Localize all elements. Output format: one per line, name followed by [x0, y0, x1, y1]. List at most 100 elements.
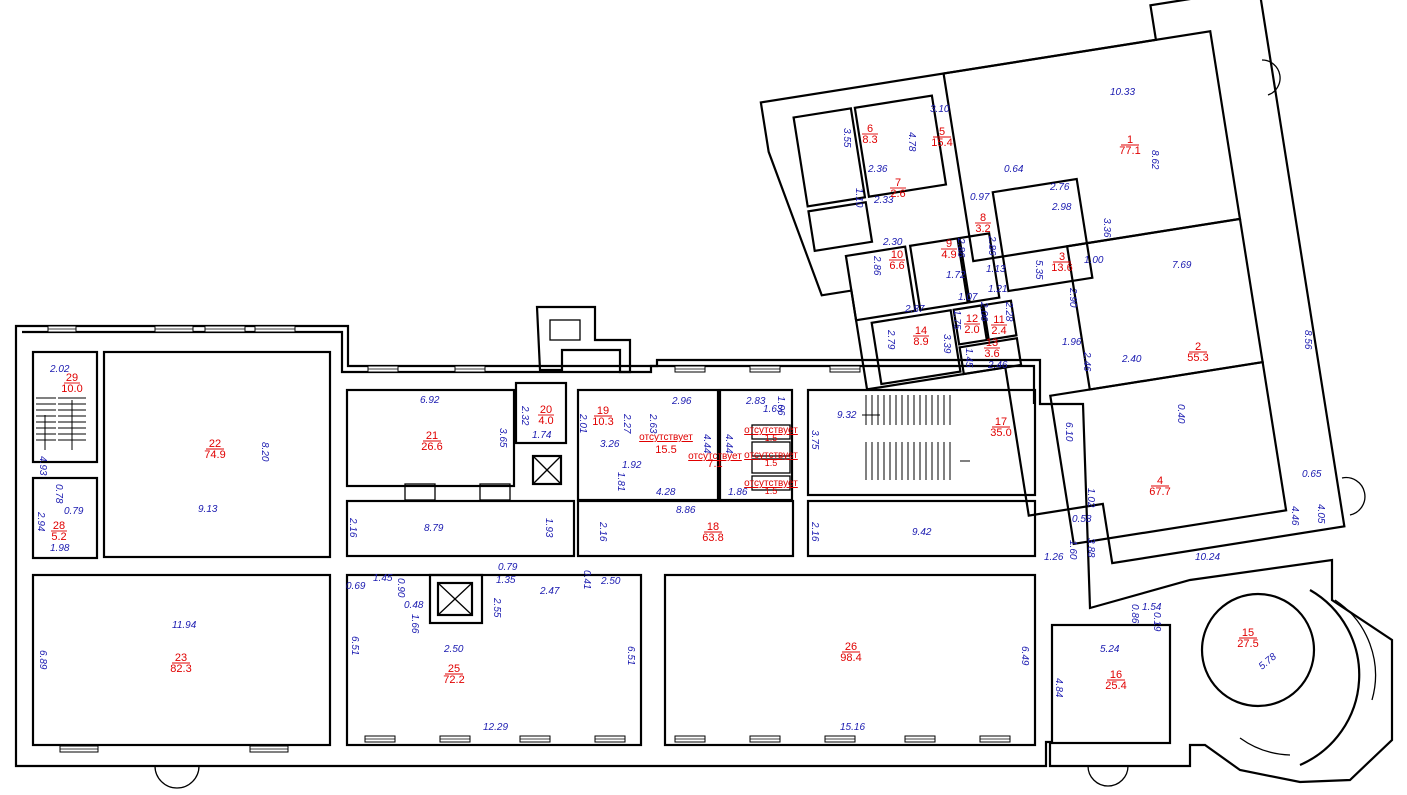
dim-label: 1.81 — [615, 472, 626, 491]
svg-text:1.5: 1.5 — [765, 458, 778, 468]
dim-label: 8.79 — [424, 523, 444, 534]
dim-label: 4.93 — [37, 456, 48, 476]
dim-label: 4.46 — [1289, 506, 1300, 526]
dim-label: 10.24 — [1195, 552, 1220, 563]
dim-label: 1.75 — [951, 310, 962, 330]
dim-label: 0.79 — [64, 506, 84, 517]
dim-label: 1.66 — [409, 614, 420, 634]
svg-text:19: 19 — [597, 405, 609, 417]
dim-label: 2.47 — [539, 586, 560, 597]
svg-text:63.8: 63.8 — [702, 532, 723, 544]
svg-text:отсутствует: отсутствует — [744, 425, 798, 436]
dim-label: 0.19 — [1151, 612, 1162, 632]
dim-label: 1.45 — [373, 573, 393, 584]
dim-label: 3.10 — [930, 104, 950, 115]
dim-label: 2.46 — [987, 360, 1008, 371]
dim-label: 1.60 — [1067, 540, 1078, 560]
svg-text:8.9: 8.9 — [913, 336, 928, 348]
dim-label: 4.84 — [1053, 678, 1064, 698]
dim-label: 0.58 — [1072, 514, 1092, 525]
dim-label: 6.51 — [625, 646, 636, 665]
dim-label: 8.86 — [676, 505, 696, 516]
svg-text:9: 9 — [946, 238, 952, 250]
room-labels: 177.1 255.3 313.6 467.7 515.4 68.3 72.6 … — [51, 123, 1259, 692]
svg-text:3.2: 3.2 — [975, 223, 990, 235]
dim-label: 2.16 — [809, 521, 820, 542]
dim-label: 2.28 — [1003, 301, 1014, 322]
svg-text:7.1: 7.1 — [707, 458, 722, 470]
dim-label: 2.50 — [443, 644, 464, 655]
stairs — [36, 395, 1377, 756]
dim-label: 11.94 — [172, 620, 197, 631]
svg-text:25.4: 25.4 — [1105, 680, 1126, 692]
dim-label: 9.13 — [198, 504, 218, 515]
dim-label: 0.41 — [581, 570, 592, 589]
dim-label: 0.65 — [1302, 469, 1322, 480]
dim-label: 9.32 — [837, 410, 857, 421]
west-wing-walls — [14, 305, 1394, 784]
svg-text:11: 11 — [993, 314, 1004, 326]
dim-label: 0.78 — [53, 484, 64, 504]
dim-label: 5.24 — [1100, 644, 1120, 655]
dim-label: 0.86 — [1129, 604, 1140, 624]
svg-text:15: 15 — [1242, 627, 1254, 639]
svg-text:5.2: 5.2 — [51, 531, 66, 543]
dim-label: 4.05 — [1315, 504, 1326, 524]
svg-text:25: 25 — [448, 663, 460, 675]
dim-label: 10.33 — [1110, 87, 1135, 98]
svg-text:74.9: 74.9 — [204, 449, 225, 461]
svg-text:12: 12 — [966, 313, 978, 325]
dim-label: 12.29 — [483, 722, 508, 733]
dim-label: 0.48 — [404, 600, 424, 611]
svg-text:отсутствует: отсутствует — [688, 451, 742, 462]
svg-text:2: 2 — [1195, 341, 1201, 353]
dim-label: 2.32 — [519, 405, 530, 426]
dimension-labels: 10.33 8.62 3.10 4.78 3.55 2.36 1.10 2.33… — [35, 87, 1326, 733]
dim-label: 2.30 — [882, 237, 903, 248]
room-label-13: 133.6 — [984, 337, 1000, 360]
dim-label: 2.83 — [745, 396, 766, 407]
stair-central — [862, 395, 970, 480]
svg-text:82.3: 82.3 — [170, 663, 191, 675]
room-label-1: 177.1 — [1119, 134, 1140, 157]
dim-label: 4.44 — [723, 434, 734, 454]
svg-text:17: 17 — [995, 416, 1007, 428]
dim-label: 6.49 — [1019, 646, 1030, 666]
dim-label: 15.16 — [840, 722, 865, 733]
dim-label: 2.90 — [1067, 287, 1078, 308]
room-label-4: 467.7 — [1149, 475, 1170, 498]
dim-label: 0.90 — [395, 578, 406, 598]
dim-label: 2.16 — [347, 517, 358, 538]
dim-label: 1.92 — [622, 460, 642, 471]
svg-text:21: 21 — [426, 430, 438, 442]
dim-label: 2.96 — [671, 396, 692, 407]
room-label-11: 112.4 — [991, 314, 1007, 337]
dim-label: 5.35 — [1033, 260, 1044, 280]
room-label-3: 313.6 — [1051, 251, 1072, 274]
svg-text:16: 16 — [1110, 669, 1122, 681]
svg-text:4: 4 — [1157, 475, 1163, 487]
dim-label: 3.36 — [1101, 218, 1112, 238]
stair-rotunda — [1239, 599, 1377, 756]
dim-label: 4.44 — [701, 434, 712, 454]
dim-label: 4.28 — [656, 487, 676, 498]
dim-label: 1.02 — [1085, 488, 1096, 508]
room-label-7: 72.6 — [890, 177, 906, 200]
svg-text:23: 23 — [175, 652, 187, 664]
dim-label: 2.94 — [35, 511, 46, 532]
svg-text:4.9: 4.9 — [941, 249, 956, 261]
dim-label: 2.87 — [904, 304, 925, 315]
dim-label: 2.06 — [978, 301, 989, 322]
svg-text:10: 10 — [891, 249, 903, 261]
dim-label: 0.69 — [346, 581, 366, 592]
svg-text:13: 13 — [986, 337, 998, 349]
